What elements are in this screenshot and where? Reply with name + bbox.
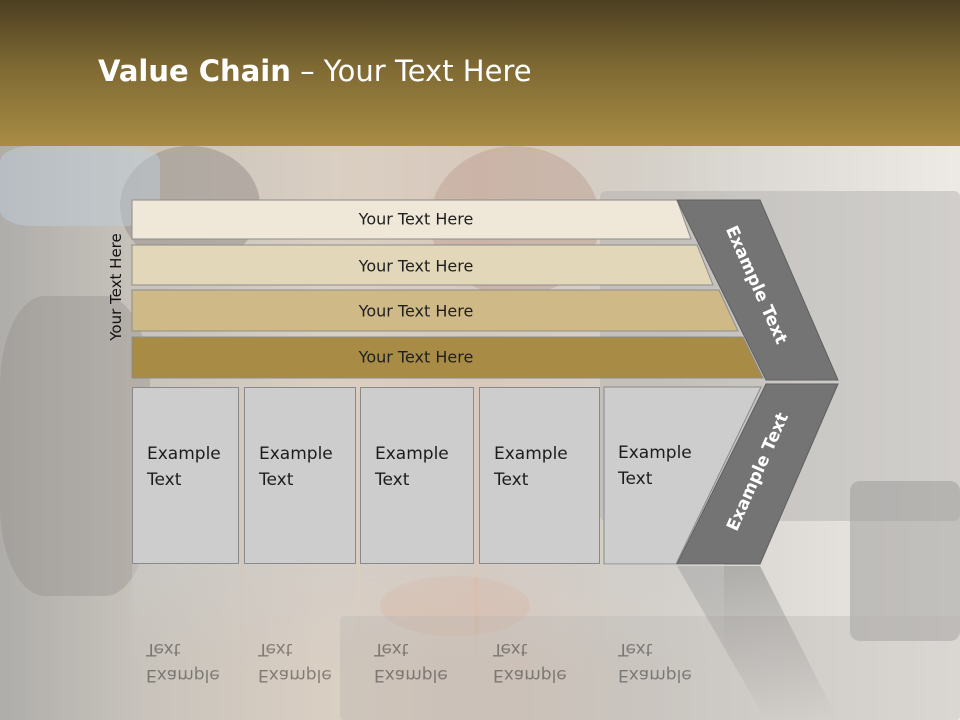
- column-2-line1: Example: [259, 444, 333, 464]
- speaker: [850, 481, 960, 641]
- band-shape-1: [131, 199, 692, 240]
- column-4-line2: Text: [494, 470, 529, 490]
- column-2-line2: Text: [259, 470, 294, 490]
- chevron-reflection: [677, 566, 838, 720]
- column-3-line2: Text: [375, 470, 410, 490]
- column-1-line2: Text: [147, 470, 182, 490]
- band-shape-2: [131, 244, 714, 286]
- column-1-line1: Example: [147, 444, 221, 464]
- last-column-tip: [603, 386, 762, 565]
- hand: [380, 576, 530, 636]
- band-label-4: Your Text Here: [358, 347, 474, 367]
- column-4-line1: Example: [494, 444, 568, 464]
- desk: [340, 616, 960, 720]
- column-3-line1: Example: [375, 444, 449, 464]
- person-shoulder: [0, 296, 150, 596]
- title-bar: [0, 0, 960, 146]
- band-shape-3: [131, 289, 739, 332]
- chevron-lower-segment: [676, 383, 839, 565]
- band-label-1: Your Text Here: [358, 209, 474, 229]
- band-label-3: Your Text Here: [358, 301, 474, 321]
- chevron-upper-segment: [676, 199, 839, 381]
- band-label-2: Your Text Here: [358, 256, 474, 276]
- column-5-line1: Example: [618, 443, 692, 463]
- slide-title: Value Chain – Your Text Here: [98, 54, 532, 88]
- band-shape-4: [131, 336, 764, 379]
- column-5-line2: Text: [618, 469, 653, 489]
